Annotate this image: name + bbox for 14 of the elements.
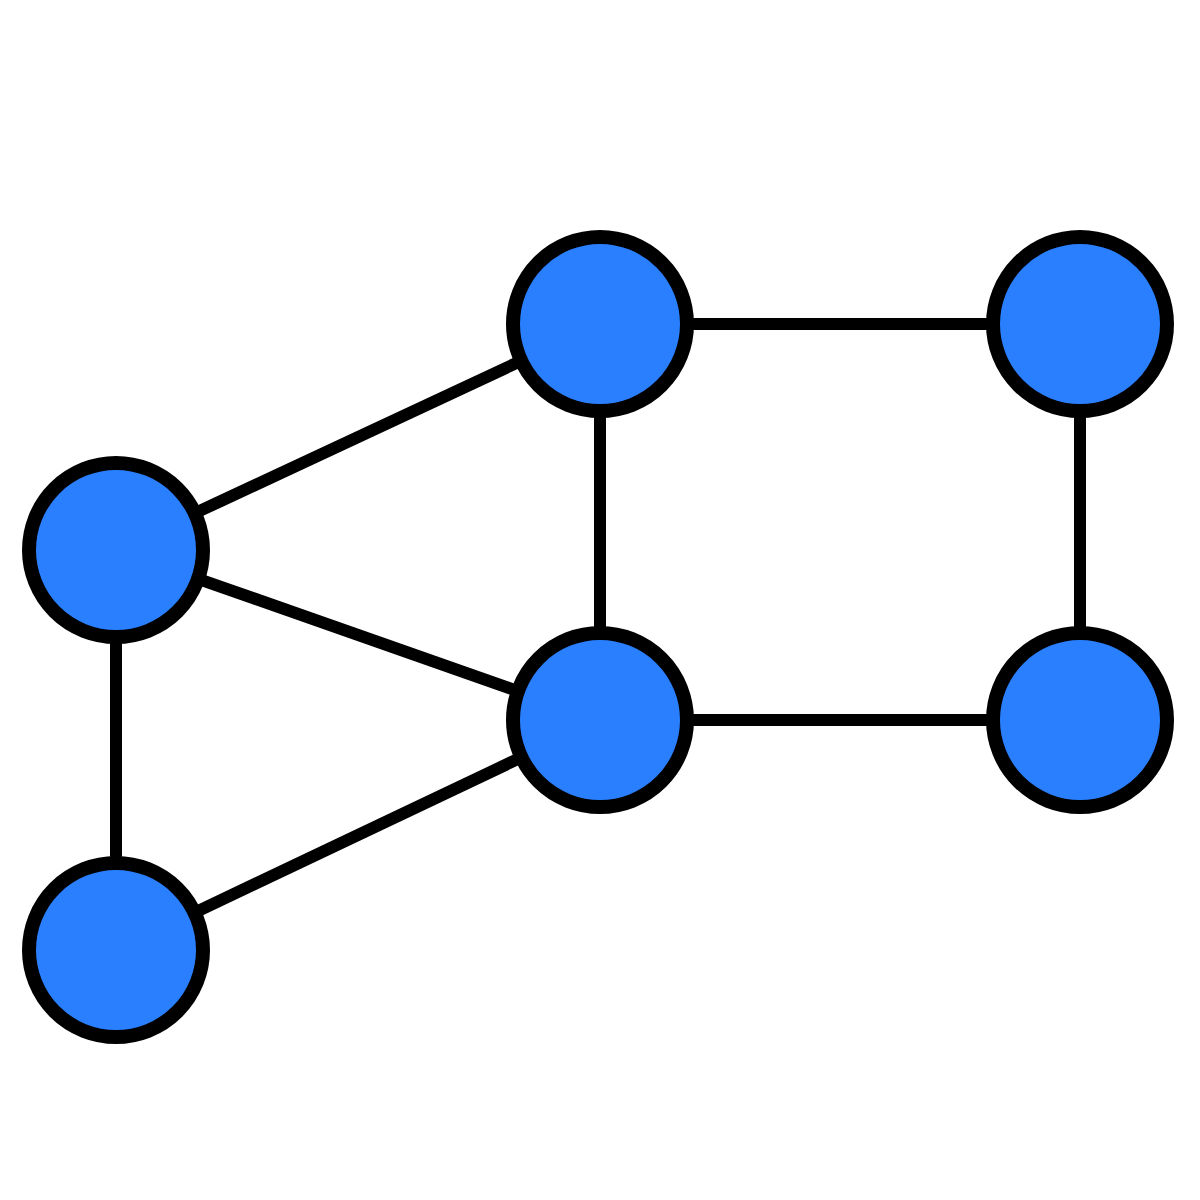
circle-node	[506, 230, 694, 418]
circle-node	[986, 626, 1174, 814]
connector-line	[690, 318, 990, 330]
connector-line	[1074, 414, 1086, 630]
circle-node	[506, 626, 694, 814]
connector-line	[198, 574, 518, 696]
connector-line	[194, 753, 522, 917]
circle-node	[22, 856, 210, 1044]
circle-node	[22, 456, 210, 644]
connector-line	[195, 356, 521, 518]
connector-line	[690, 714, 990, 726]
connector-line	[110, 640, 122, 860]
connector-line	[594, 414, 606, 630]
circle-node	[986, 230, 1174, 418]
